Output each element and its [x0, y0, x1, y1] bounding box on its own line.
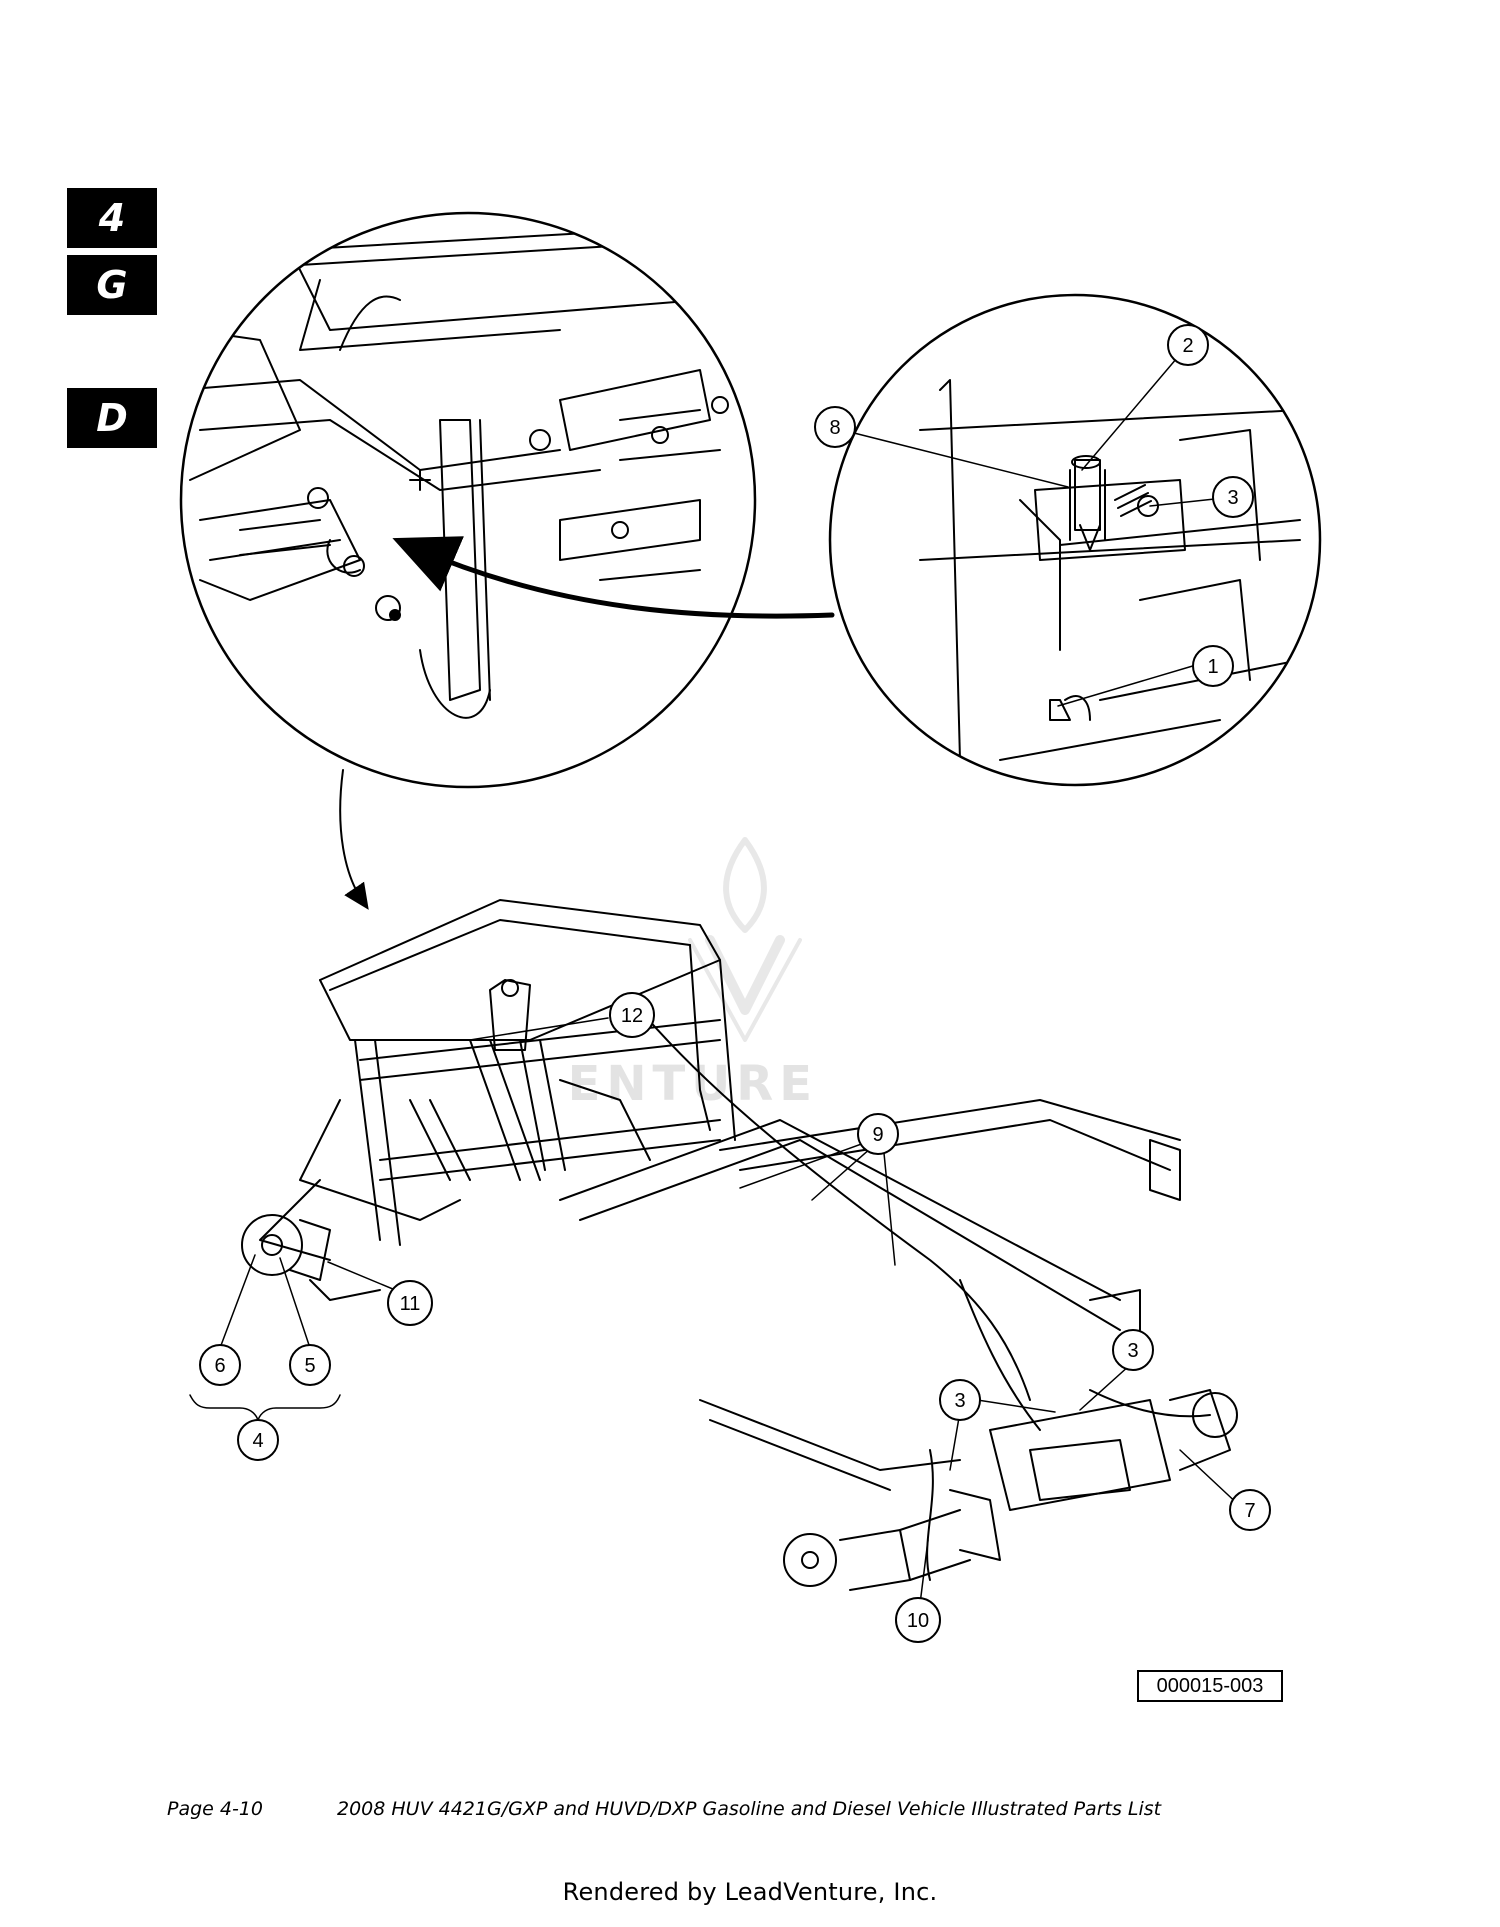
callout-3-upper: 3: [1112, 1329, 1154, 1371]
svg-text:12: 12: [621, 1005, 643, 1027]
callout-12: 12: [609, 992, 655, 1038]
section-tab-4: 4: [67, 188, 157, 248]
watermark-text: ENTURE: [568, 1056, 818, 1112]
section-tab-d: D: [67, 388, 157, 448]
svg-text:3: 3: [1227, 487, 1238, 509]
svg-text:3: 3: [1127, 1340, 1138, 1362]
svg-text:7: 7: [1244, 1500, 1255, 1522]
callout-9: 9: [857, 1113, 899, 1155]
detail-connector-arrow: [392, 536, 835, 619]
callout-8: 8: [814, 406, 856, 448]
callout-10: 10: [895, 1597, 941, 1643]
figure-code: 000015-003: [1137, 1670, 1283, 1702]
detail-circle-mount: [828, 293, 1322, 787]
callout-2: 2: [1167, 324, 1209, 366]
callout-3-lower: 3: [939, 1379, 981, 1421]
svg-text:10: 10: [907, 1610, 929, 1632]
detail-circle-frame: [179, 211, 757, 789]
svg-text:11: 11: [400, 1293, 421, 1315]
callout-3-detail: 3: [1212, 476, 1254, 518]
svg-text:2: 2: [1182, 335, 1193, 357]
svg-text:8: 8: [829, 417, 840, 439]
watermark-logo: [688, 837, 802, 1042]
callout-7: 7: [1229, 1489, 1271, 1531]
svg-text:1: 1: [1207, 656, 1218, 678]
svg-text:5: 5: [304, 1355, 315, 1377]
callout-4: 4: [237, 1419, 279, 1461]
callout-1: 1: [1192, 645, 1234, 687]
callout-5: 5: [289, 1344, 331, 1386]
svg-text:4: 4: [252, 1430, 263, 1452]
svg-text:6: 6: [214, 1355, 225, 1377]
section-tab-g: G: [67, 255, 157, 315]
footer-document-title: 2008 HUV 4421G/GXP and HUVD/DXP Gasoline…: [337, 1798, 1162, 1820]
footer-page-number: Page 4-10: [167, 1798, 264, 1820]
svg-text:3: 3: [954, 1390, 965, 1412]
rendered-by-credit: Rendered by LeadVenture, Inc.: [562, 1878, 938, 1906]
callout-11: 11: [387, 1280, 433, 1326]
svg-text:9: 9: [872, 1124, 883, 1146]
callout-6: 6: [199, 1344, 241, 1386]
frame-connector-arrow: [339, 769, 369, 910]
